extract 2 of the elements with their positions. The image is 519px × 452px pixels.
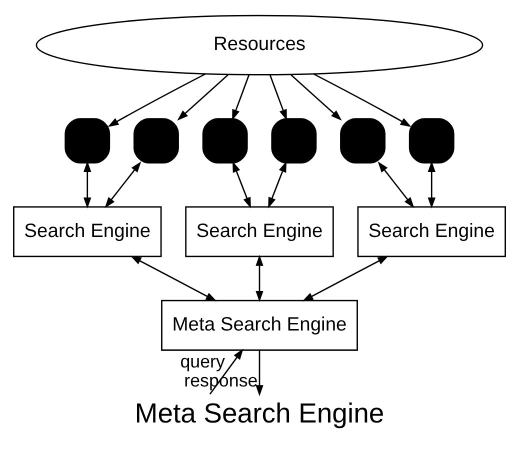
edge-label: query: [180, 351, 225, 372]
caption: Meta Search Engine: [134, 398, 384, 429]
